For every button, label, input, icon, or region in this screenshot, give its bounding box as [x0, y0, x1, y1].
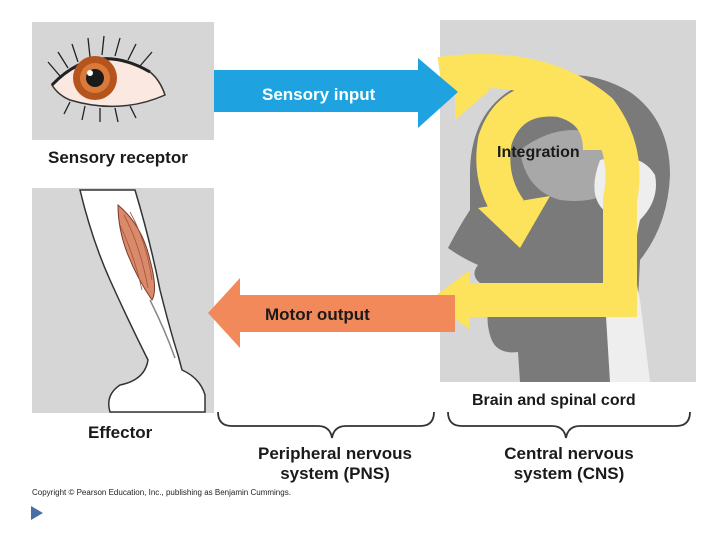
- brain-spinal-cord-label: Brain and spinal cord: [472, 392, 636, 409]
- eye-icon: [47, 35, 166, 123]
- leg-icon: [79, 189, 206, 413]
- triangle-bullet-icon: [31, 506, 43, 520]
- integration-label: Integration: [497, 144, 580, 161]
- pns-brace: [217, 411, 435, 439]
- cns-label: Central nervous system (CNS): [504, 444, 634, 483]
- effector-label: Effector: [88, 423, 153, 442]
- sensory-receptor-label: Sensory receptor: [48, 148, 188, 167]
- motor-output-arrow: [208, 278, 455, 348]
- pns-label: Peripheral nervous system (PNS): [257, 444, 412, 483]
- sensory-input-label: Sensory input: [262, 85, 376, 104]
- cns-brace: [447, 411, 691, 439]
- integration-loop: [430, 53, 640, 330]
- copyright-text: Copyright © Pearson Education, Inc., pub…: [32, 488, 291, 497]
- sensory-input-arrow: [214, 58, 458, 128]
- motor-output-label: Motor output: [265, 305, 370, 324]
